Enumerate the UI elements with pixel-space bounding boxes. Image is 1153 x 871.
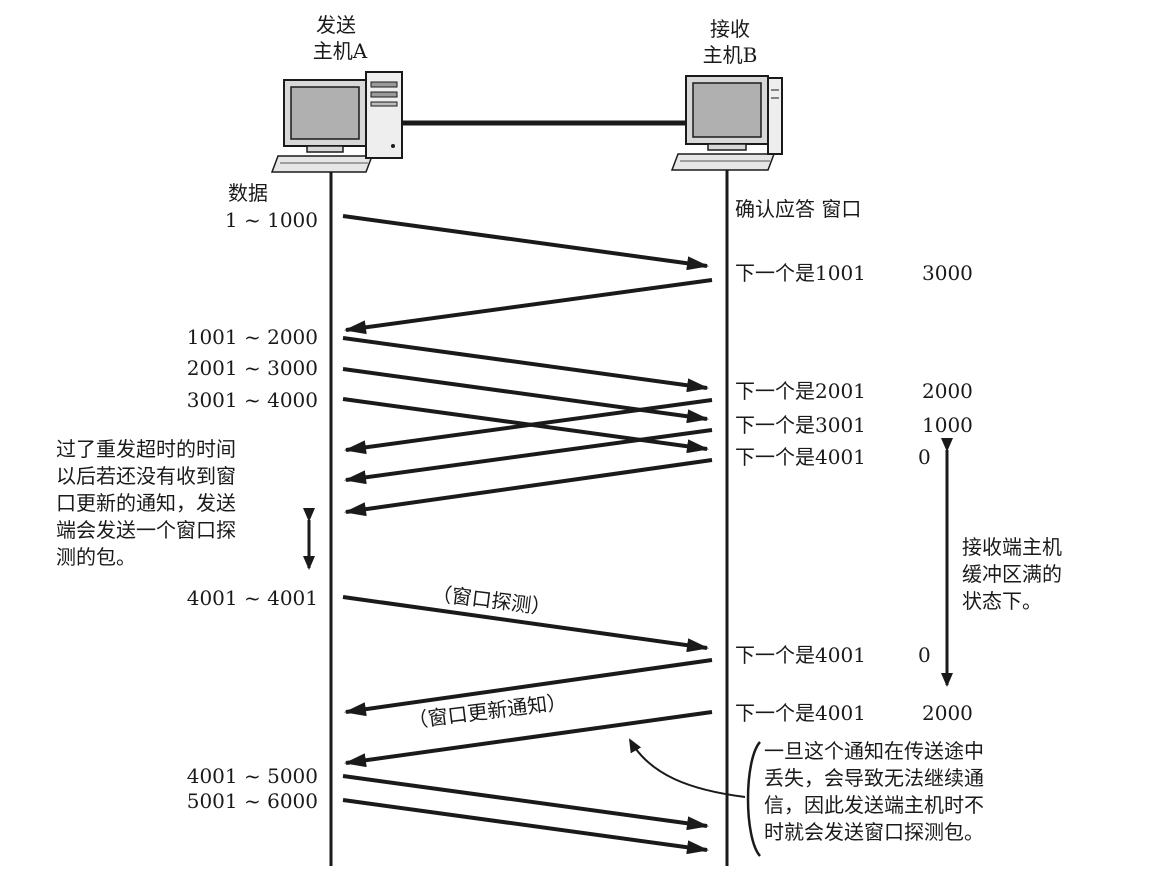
receiver-host-title-line2: 主机B	[702, 43, 758, 67]
ack-next-label: 下一个是3001	[735, 413, 866, 437]
arrow-ack-4001-zero	[344, 458, 713, 517]
arrow-window-update	[344, 710, 713, 768]
loss-note-pointer	[629, 738, 746, 798]
arrow-segment-1-1000	[342, 214, 709, 271]
ack-window-value: 2000	[922, 701, 973, 725]
ack-window-value: 0	[918, 643, 931, 667]
arrow-segment-1001-2000	[342, 336, 709, 393]
arrow-ack-3001	[344, 428, 713, 485]
segment-label: 3001 ~ 4000	[186, 388, 318, 412]
ack-window-value: 2000	[922, 379, 973, 403]
ack-next-label: 下一个是4001	[735, 701, 866, 725]
ack-next-label: 下一个是4001	[735, 643, 866, 667]
arrow-segment-4001-5000	[342, 774, 709, 831]
sender-host-title-line1: 发送	[316, 13, 356, 37]
ack-next-label: 下一个是2001	[735, 379, 866, 403]
segment-label: 4001 ~ 4001	[186, 586, 318, 610]
loss-note-bracket	[746, 741, 762, 857]
ack-window-value: 3000	[922, 261, 973, 285]
ack-window-column-header: 确认应答 窗口	[735, 197, 862, 221]
ack-next-label: 下一个是1001	[735, 261, 866, 285]
segment-label: 2001 ~ 3000	[186, 356, 318, 380]
arrow-ack-2001	[344, 398, 713, 455]
arrow-segment-2001-3000	[342, 367, 709, 424]
ack-window-value: 1000	[922, 413, 973, 437]
receiver-host-title-line1: 接收	[710, 17, 750, 41]
arrow-window-probe	[342, 595, 709, 653]
buffer-full-note: 接收端主机 缓冲区满的 状态下。	[962, 535, 1062, 613]
arrow-ack-1001	[344, 278, 713, 335]
ack-window-value: 0	[918, 445, 931, 469]
segment-label: 1 ~ 1000	[224, 208, 318, 232]
timeout-note: 过了重发超时的时间 以后若还没有收到窗 口更新的通知，发送 端会发送一个窗口探 …	[56, 437, 236, 569]
host-b-computer-icon	[670, 75, 783, 171]
ack-next-label: 下一个是4001	[735, 445, 866, 469]
data-column-header: 数据	[228, 181, 268, 205]
segment-label: 1001 ~ 2000	[186, 325, 318, 349]
window-probe-loss-note: 一旦这个通知在传送途中 丢失，会导致无法继续通 信，因此发送端主机时不 时就会发…	[764, 739, 984, 844]
sender-host-title-line2: 主机A	[312, 39, 368, 63]
arrow-segment-5001-6000	[342, 798, 709, 855]
host-a-computer-icon	[270, 71, 403, 173]
arrow-ack-probe-reply	[344, 658, 713, 717]
segment-label: 5001 ~ 6000	[186, 789, 318, 813]
segment-label: 4001 ~ 5000	[186, 764, 318, 788]
